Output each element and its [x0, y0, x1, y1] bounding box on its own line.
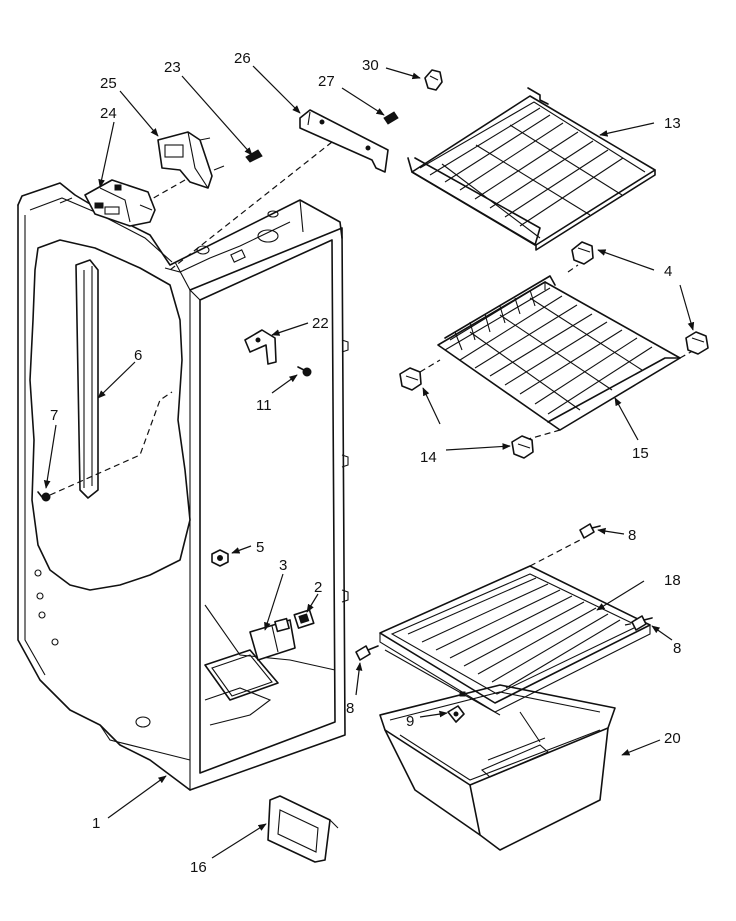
callout-24: 24 — [100, 105, 117, 122]
callout-7: 7 — [50, 407, 58, 424]
control-housing-24 — [84, 179, 156, 227]
callout-27: 27 — [318, 73, 335, 90]
callout-16: 16 — [190, 859, 207, 876]
shelf-support-14a — [399, 367, 422, 391]
light-cover-16 — [267, 795, 339, 863]
cabinet-liner — [17, 182, 349, 791]
light-shield-3 — [249, 617, 296, 661]
callout-20: 20 — [664, 730, 681, 747]
shelf-support-4b — [685, 331, 709, 355]
clip-30 — [424, 69, 443, 91]
callout-11: 11 — [256, 397, 272, 414]
screw-27 — [383, 111, 399, 125]
callout-8c: 8 — [346, 700, 354, 717]
callout-8b: 8 — [673, 640, 681, 657]
callout-4: 4 — [664, 263, 672, 280]
callout-2: 2 — [314, 579, 322, 596]
screw-8a — [579, 523, 601, 539]
callout-22: 22 — [312, 315, 329, 332]
leader-lines — [43, 65, 695, 859]
callout-5: 5 — [256, 539, 264, 556]
shelf-rail — [75, 259, 99, 499]
callout-26: 26 — [234, 50, 251, 67]
cover-bracket-26 — [299, 109, 389, 173]
callout-3: 3 — [279, 557, 287, 574]
shelf-support-14b — [511, 435, 534, 459]
screw-8c — [355, 645, 379, 661]
callout-1: 1 — [92, 815, 100, 832]
crisper-cover-18 — [379, 539, 651, 716]
callout-14: 14 — [420, 449, 437, 466]
roller-9 — [447, 705, 465, 723]
callout-8a: 8 — [628, 527, 636, 544]
bracket-22 — [244, 329, 277, 365]
callout-13: 13 — [664, 115, 681, 132]
callout-18: 18 — [664, 572, 681, 589]
callout-15: 15 — [632, 445, 649, 462]
wire-shelf-15 — [419, 264, 699, 441]
callout-6: 6 — [134, 347, 142, 364]
control-bracket-25 — [157, 131, 225, 189]
callout-labels: 1 2 3 4 5 6 7 8 8 8 9 11 13 14 15 16 18 … — [50, 50, 681, 876]
screw-7 — [37, 491, 51, 502]
nut-5 — [211, 549, 229, 567]
callout-23: 23 — [164, 59, 181, 76]
callout-25: 25 — [100, 75, 117, 92]
crisper-pan-20 — [379, 684, 616, 851]
wire-shelf-13 — [407, 87, 656, 251]
screw-11 — [297, 366, 312, 377]
callout-9: 9 — [406, 713, 414, 730]
screw-8b — [631, 615, 653, 631]
screw-23 — [245, 149, 263, 163]
shelf-support-4a — [571, 241, 594, 265]
callout-30: 30 — [362, 57, 379, 74]
light-switch-2 — [293, 609, 315, 629]
